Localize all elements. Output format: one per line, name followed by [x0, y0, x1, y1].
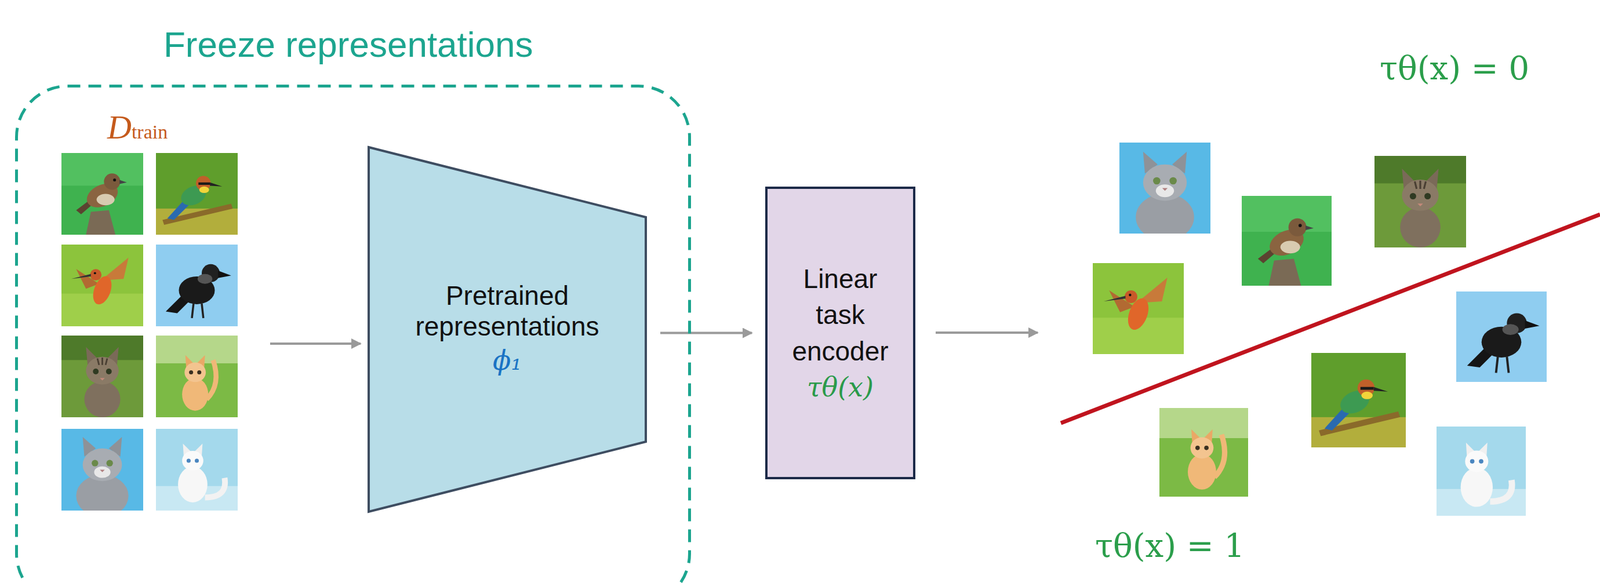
input-arrow [270, 342, 361, 345]
crow-photo [1456, 291, 1547, 383]
hummingbird-photo [61, 244, 144, 327]
training-image-grid [61, 153, 238, 518]
bee-eater-photo [155, 153, 238, 235]
grey-cat-photo [1119, 142, 1211, 242]
flow-arrow [660, 332, 752, 335]
node-content: Freeze representations [163, 23, 534, 67]
class-label: τθ(x) = 0 [1379, 48, 1530, 88]
decision-boundary [1060, 214, 1600, 424]
sparrow-photo [1241, 195, 1332, 286]
tabby-kitten-photo [61, 335, 144, 418]
white-cat-photo [1436, 426, 1526, 516]
crow-photo [155, 244, 238, 327]
classified-image-scatter [1092, 142, 1547, 516]
math-symbol: ϕ₁ [492, 343, 522, 379]
orange-kitten-photo [1159, 408, 1249, 497]
grey-cat-photo [61, 428, 144, 518]
hummingbird-photo [1092, 263, 1184, 355]
orange-kitten-photo [155, 335, 238, 418]
trapezoid-shape [368, 147, 646, 512]
node-content: Linear task encoderτθ(x) [767, 188, 914, 478]
dashed-outline [16, 86, 690, 583]
region-heading: Freeze representations [163, 23, 534, 67]
tabby-kitten-photo [1374, 155, 1467, 248]
node-title: Pretrained representations [388, 280, 627, 343]
white-cat-photo [155, 428, 238, 511]
output-arrow [935, 331, 1038, 334]
node-title: Linear task encoder [776, 260, 904, 369]
dataset-label: Dtrain [107, 108, 168, 147]
task-encoder-box: Linear task encoderτθ(x) [765, 186, 916, 480]
freeze-region: Freeze representationsPretrained represe… [15, 84, 692, 583]
math-symbol: τθ(x) [806, 369, 874, 406]
node-content: Pretrained representationsϕ₁ [367, 146, 647, 514]
sparrow-photo [61, 153, 144, 235]
class-label: τθ(x) = 1 [1095, 526, 1245, 566]
pretrained-trapezoid: Pretrained representationsϕ₁ [367, 146, 647, 514]
bee-eater-photo [1311, 353, 1406, 448]
